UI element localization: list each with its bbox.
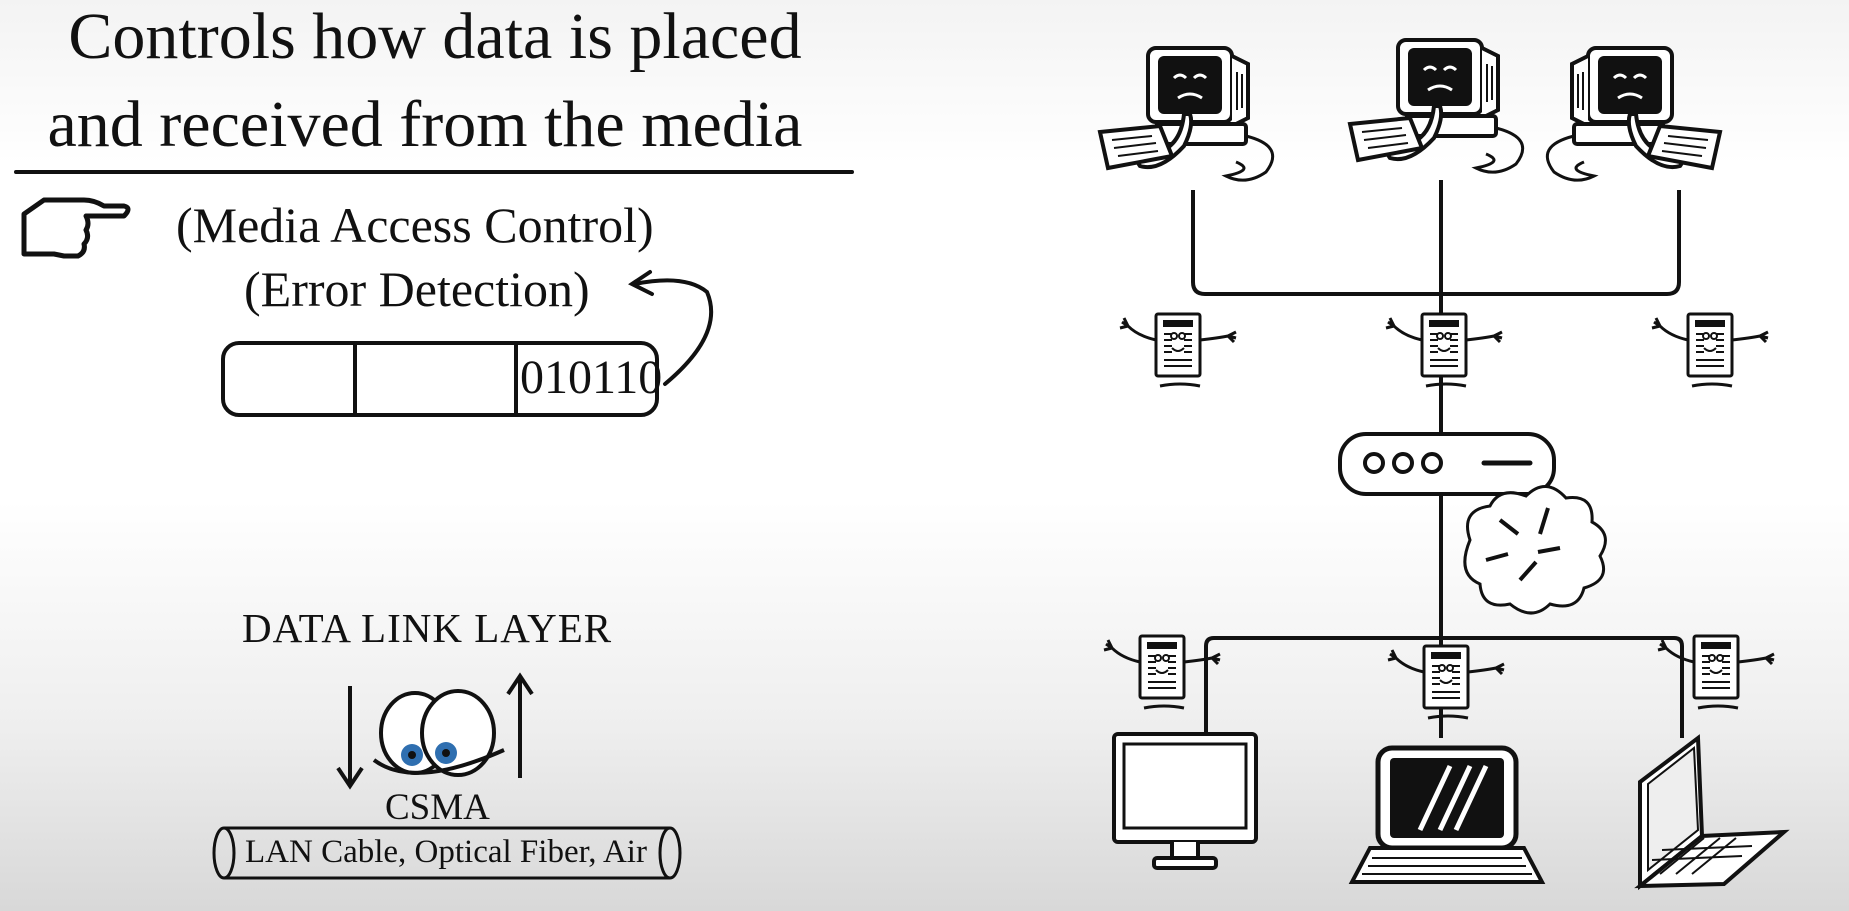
network-switch-icon	[1338, 432, 1556, 496]
csma-label: CSMA	[385, 787, 490, 828]
frame-trailer-bits: 010110	[520, 351, 663, 404]
frame-box	[221, 341, 659, 417]
crying-computer-icon	[1348, 38, 1525, 175]
happy-packet-icon	[1656, 634, 1776, 710]
sad-packet-icon	[1118, 312, 1238, 388]
cartoon-eyes-icon	[336, 672, 534, 790]
curved-arrow-icon	[628, 270, 714, 386]
media-label: LAN Cable, Optical Fiber, Air	[245, 834, 647, 870]
title-line-2: and received from the media	[47, 88, 803, 161]
title-underline	[14, 170, 854, 174]
sad-packet-icon	[1650, 312, 1770, 388]
error-detection-label: (Error Detection)	[244, 261, 590, 317]
mac-label: (Media Access Control)	[176, 197, 654, 253]
sad-packet-icon	[1384, 312, 1504, 388]
laptop-icon	[1634, 734, 1790, 891]
happy-packet-icon	[1102, 634, 1222, 710]
pointing-hand-icon	[21, 197, 131, 259]
title-line-1: Controls how data is placed	[68, 0, 802, 73]
media-cable	[212, 826, 682, 880]
happy-packet-icon	[1386, 644, 1506, 720]
layer-name: DATA LINK LAYER	[242, 605, 613, 651]
crying-computer-icon	[1098, 46, 1275, 183]
monitor-icon	[1112, 732, 1258, 870]
collision-cloud-icon	[1463, 485, 1607, 615]
crying-computer-icon	[1545, 46, 1722, 183]
laptop-icon	[1348, 745, 1546, 884]
